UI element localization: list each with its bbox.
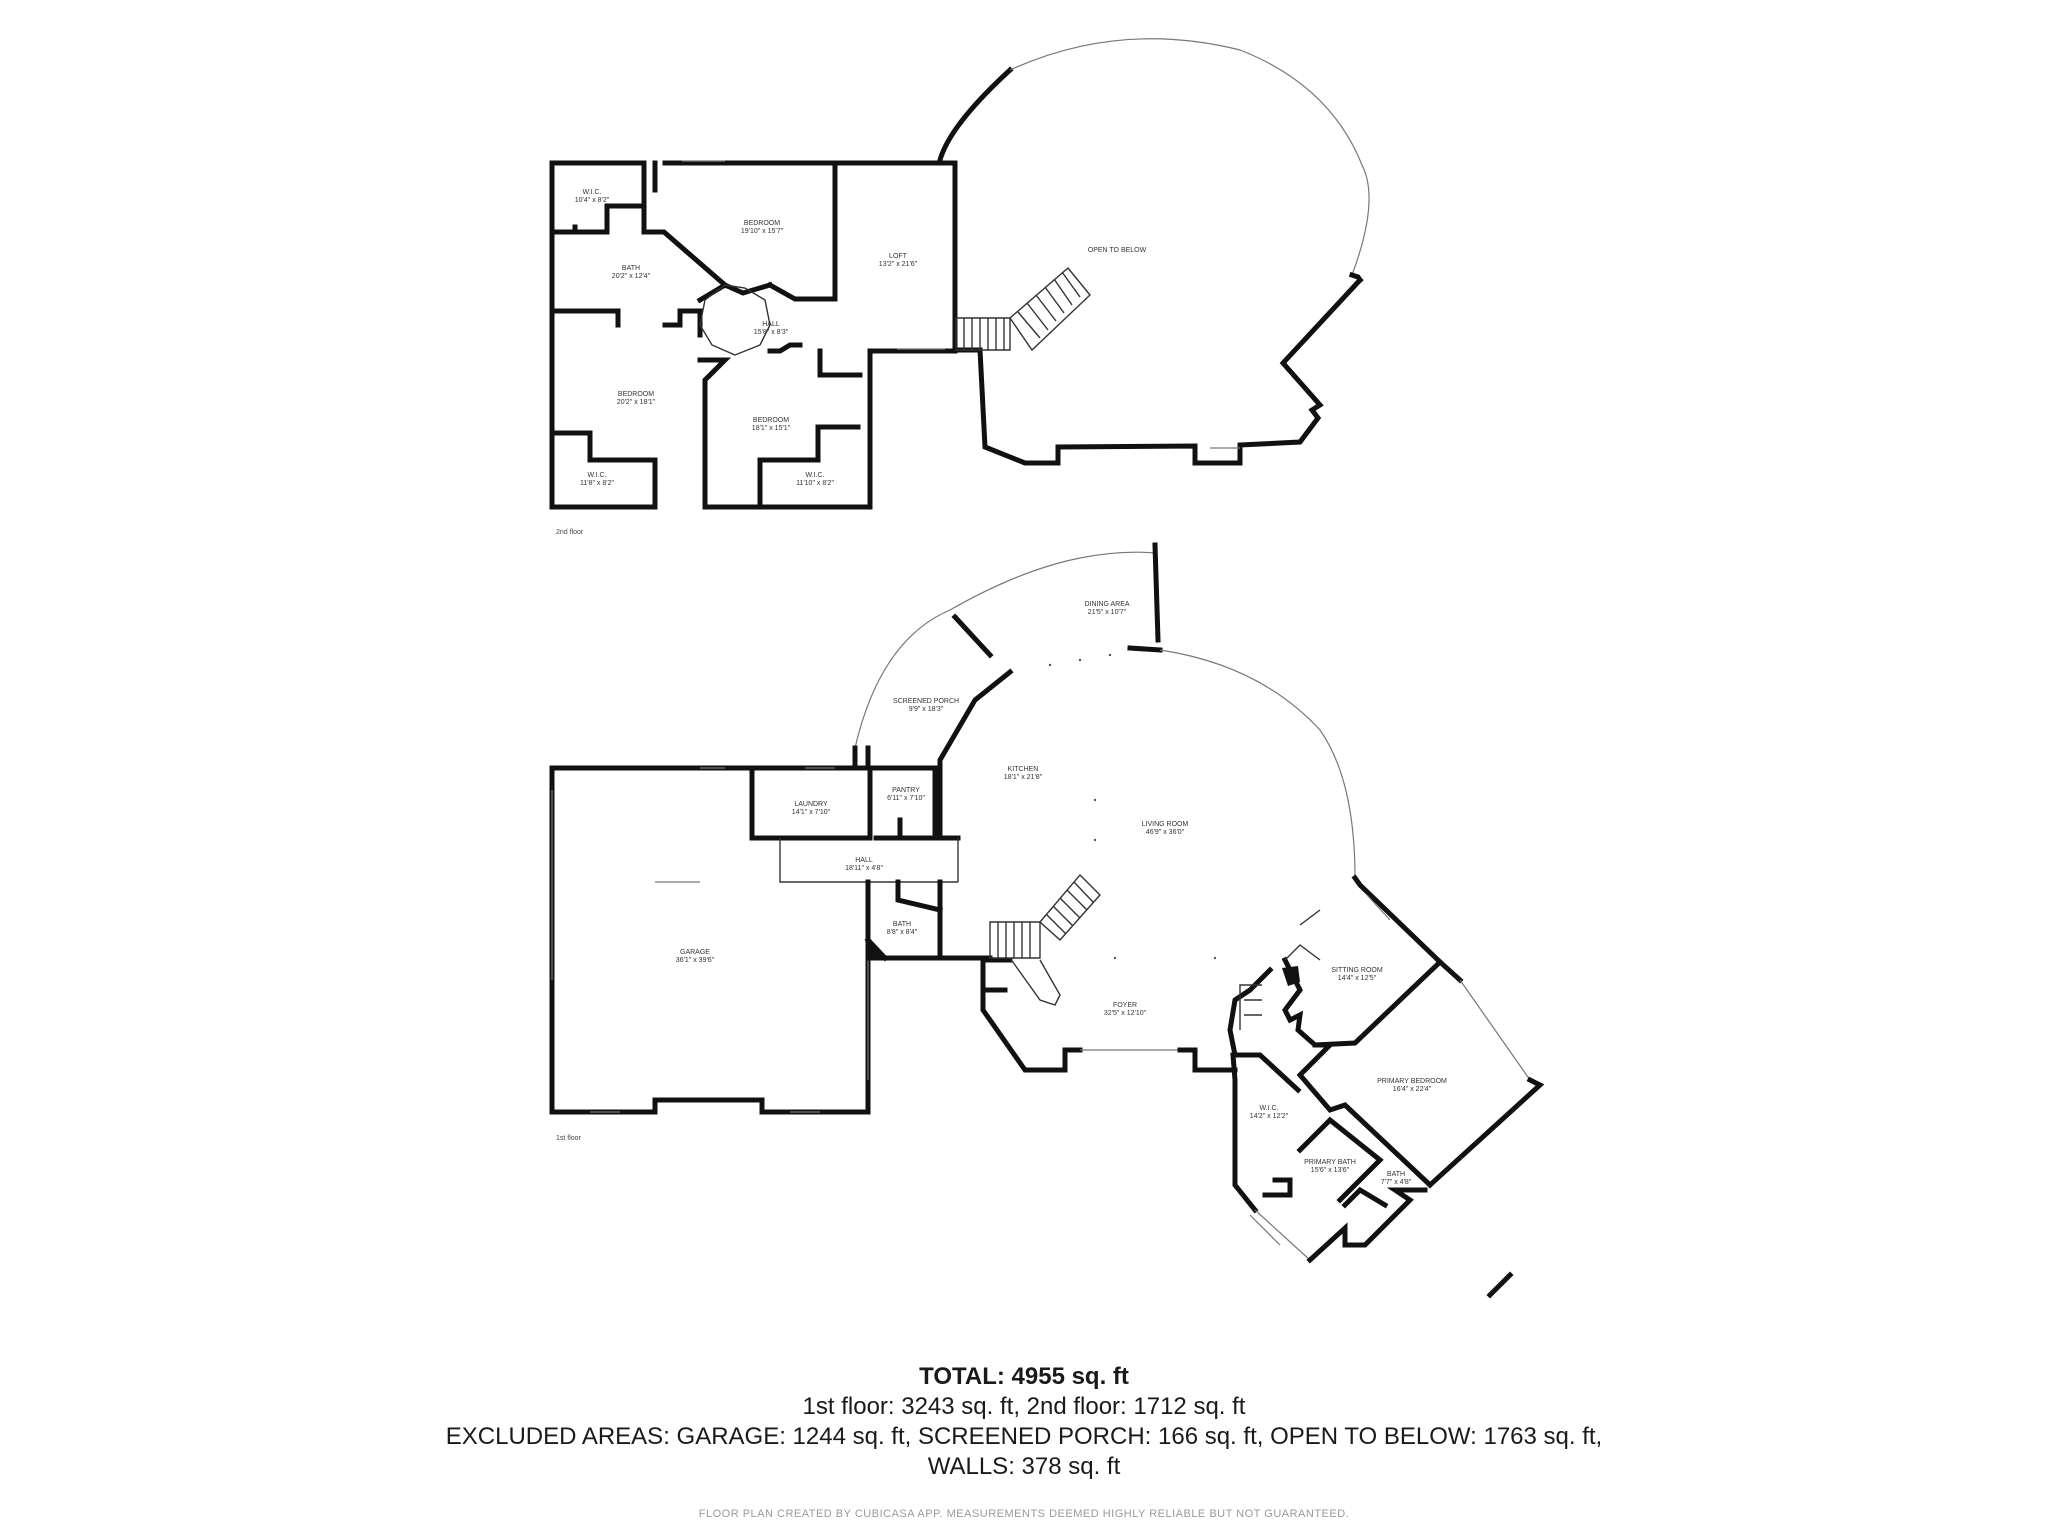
room-size: 18'1" x 15'1": [752, 425, 791, 432]
room-size: 14'4" x 12'5": [1338, 975, 1377, 982]
room-name: BEDROOM: [618, 391, 654, 398]
room-name: BEDROOM: [753, 417, 789, 424]
floor-areas: 1st floor: 3243 sq. ft, 2nd floor: 1712 …: [802, 1393, 1246, 1420]
room-size: 20'2" x 12'4": [612, 273, 651, 280]
second-floor-labels: W.I.C. 10'4" x 8'2" BEDROOM 19'10" x 15'…: [556, 189, 1147, 536]
room-size: 11'10" x 8'2": [796, 480, 834, 487]
room-name: OPEN TO BELOW: [1088, 247, 1147, 254]
room-size: 11'8" x 8'2": [580, 480, 614, 487]
room-name: HALL: [855, 857, 873, 864]
room-size: 9'9" x 18'3": [909, 706, 944, 713]
room-size: 21'5" x 10'7": [1088, 609, 1127, 616]
walls-area: WALLS: 378 sq. ft: [927, 1453, 1121, 1480]
room-size: 19'10" x 15'7": [741, 228, 784, 235]
room-name: LAUNDRY: [794, 801, 828, 808]
second-floor-plan: [549, 38, 1370, 510]
room-name: DINING AREA: [1084, 601, 1129, 608]
floor-label-1st: 1st floor: [556, 1135, 582, 1142]
room-size: 7'7" x 4'8": [1381, 1179, 1412, 1186]
floor-label-2nd: 2nd floor: [556, 529, 584, 536]
disclaimer: FLOOR PLAN CREATED BY CUBICASA APP. MEAS…: [698, 1508, 1350, 1520]
total-area: TOTAL: 4955 sq. ft: [919, 1363, 1129, 1390]
room-size: 18'11" x 4'8": [845, 865, 883, 872]
second-floor-stairs: [955, 266, 1091, 352]
room-size: 18'1" x 21'8": [1004, 774, 1043, 781]
room-name: PRIMARY BEDROOM: [1377, 1078, 1447, 1085]
room-name: BEDROOM: [744, 220, 780, 227]
room-size: 14'2" x 12'2": [1250, 1113, 1289, 1120]
room-name: W.I.C.: [805, 472, 824, 479]
room-name: PRIMARY BATH: [1304, 1159, 1356, 1166]
room-name: SCREENED PORCH: [893, 698, 959, 705]
room-size: 15'8" x 8'3": [754, 329, 789, 336]
room-size: 36'1" x 39'6": [676, 957, 715, 964]
room-size: 20'2" x 18'1": [617, 399, 656, 406]
room-size: 46'9" x 36'0": [1146, 829, 1185, 836]
room-name: BATH: [1387, 1171, 1405, 1178]
room-name: W.I.C.: [582, 189, 601, 196]
room-name: LIVING ROOM: [1142, 821, 1189, 828]
room-size: 13'2" x 21'6": [879, 261, 918, 268]
room-name: FOYER: [1113, 1002, 1137, 1009]
room-size: 14'1" x 7'10": [792, 809, 831, 816]
room-name: W.I.C.: [1259, 1105, 1278, 1112]
room-name: BATH: [622, 265, 640, 272]
room-name: LOFT: [889, 253, 908, 260]
room-name: BATH: [893, 921, 911, 928]
room-name: W.I.C.: [587, 472, 606, 479]
room-name: SITTING ROOM: [1331, 967, 1383, 974]
room-name: PANTRY: [892, 787, 920, 794]
excluded-areas: EXCLUDED AREAS: GARAGE: 1244 sq. ft, SCR…: [445, 1423, 1603, 1450]
room-name: HALL: [762, 321, 780, 328]
room-size: 16'4" x 22'4": [1393, 1086, 1432, 1093]
room-name: KITCHEN: [1008, 766, 1039, 773]
area-summary: TOTAL: 4955 sq. ft 1st floor: 3243 sq. f…: [0, 1362, 2048, 1482]
room-size: 10'4" x 8'2": [575, 197, 610, 204]
room-name: GARAGE: [680, 949, 710, 956]
room-size: 15'6" x 13'6": [1311, 1167, 1350, 1174]
first-floor-labels: DINING AREA 21'5" x 10'7" SCREENED PORCH…: [556, 601, 1447, 1186]
room-size: 6'11" x 7'10": [887, 795, 925, 802]
room-size: 32'5" x 12'10": [1104, 1010, 1147, 1017]
first-floor-plan: [549, 542, 1545, 1299]
room-size: 8'8" x 8'4": [887, 929, 918, 936]
first-floor-stairs: [989, 873, 1262, 1030]
